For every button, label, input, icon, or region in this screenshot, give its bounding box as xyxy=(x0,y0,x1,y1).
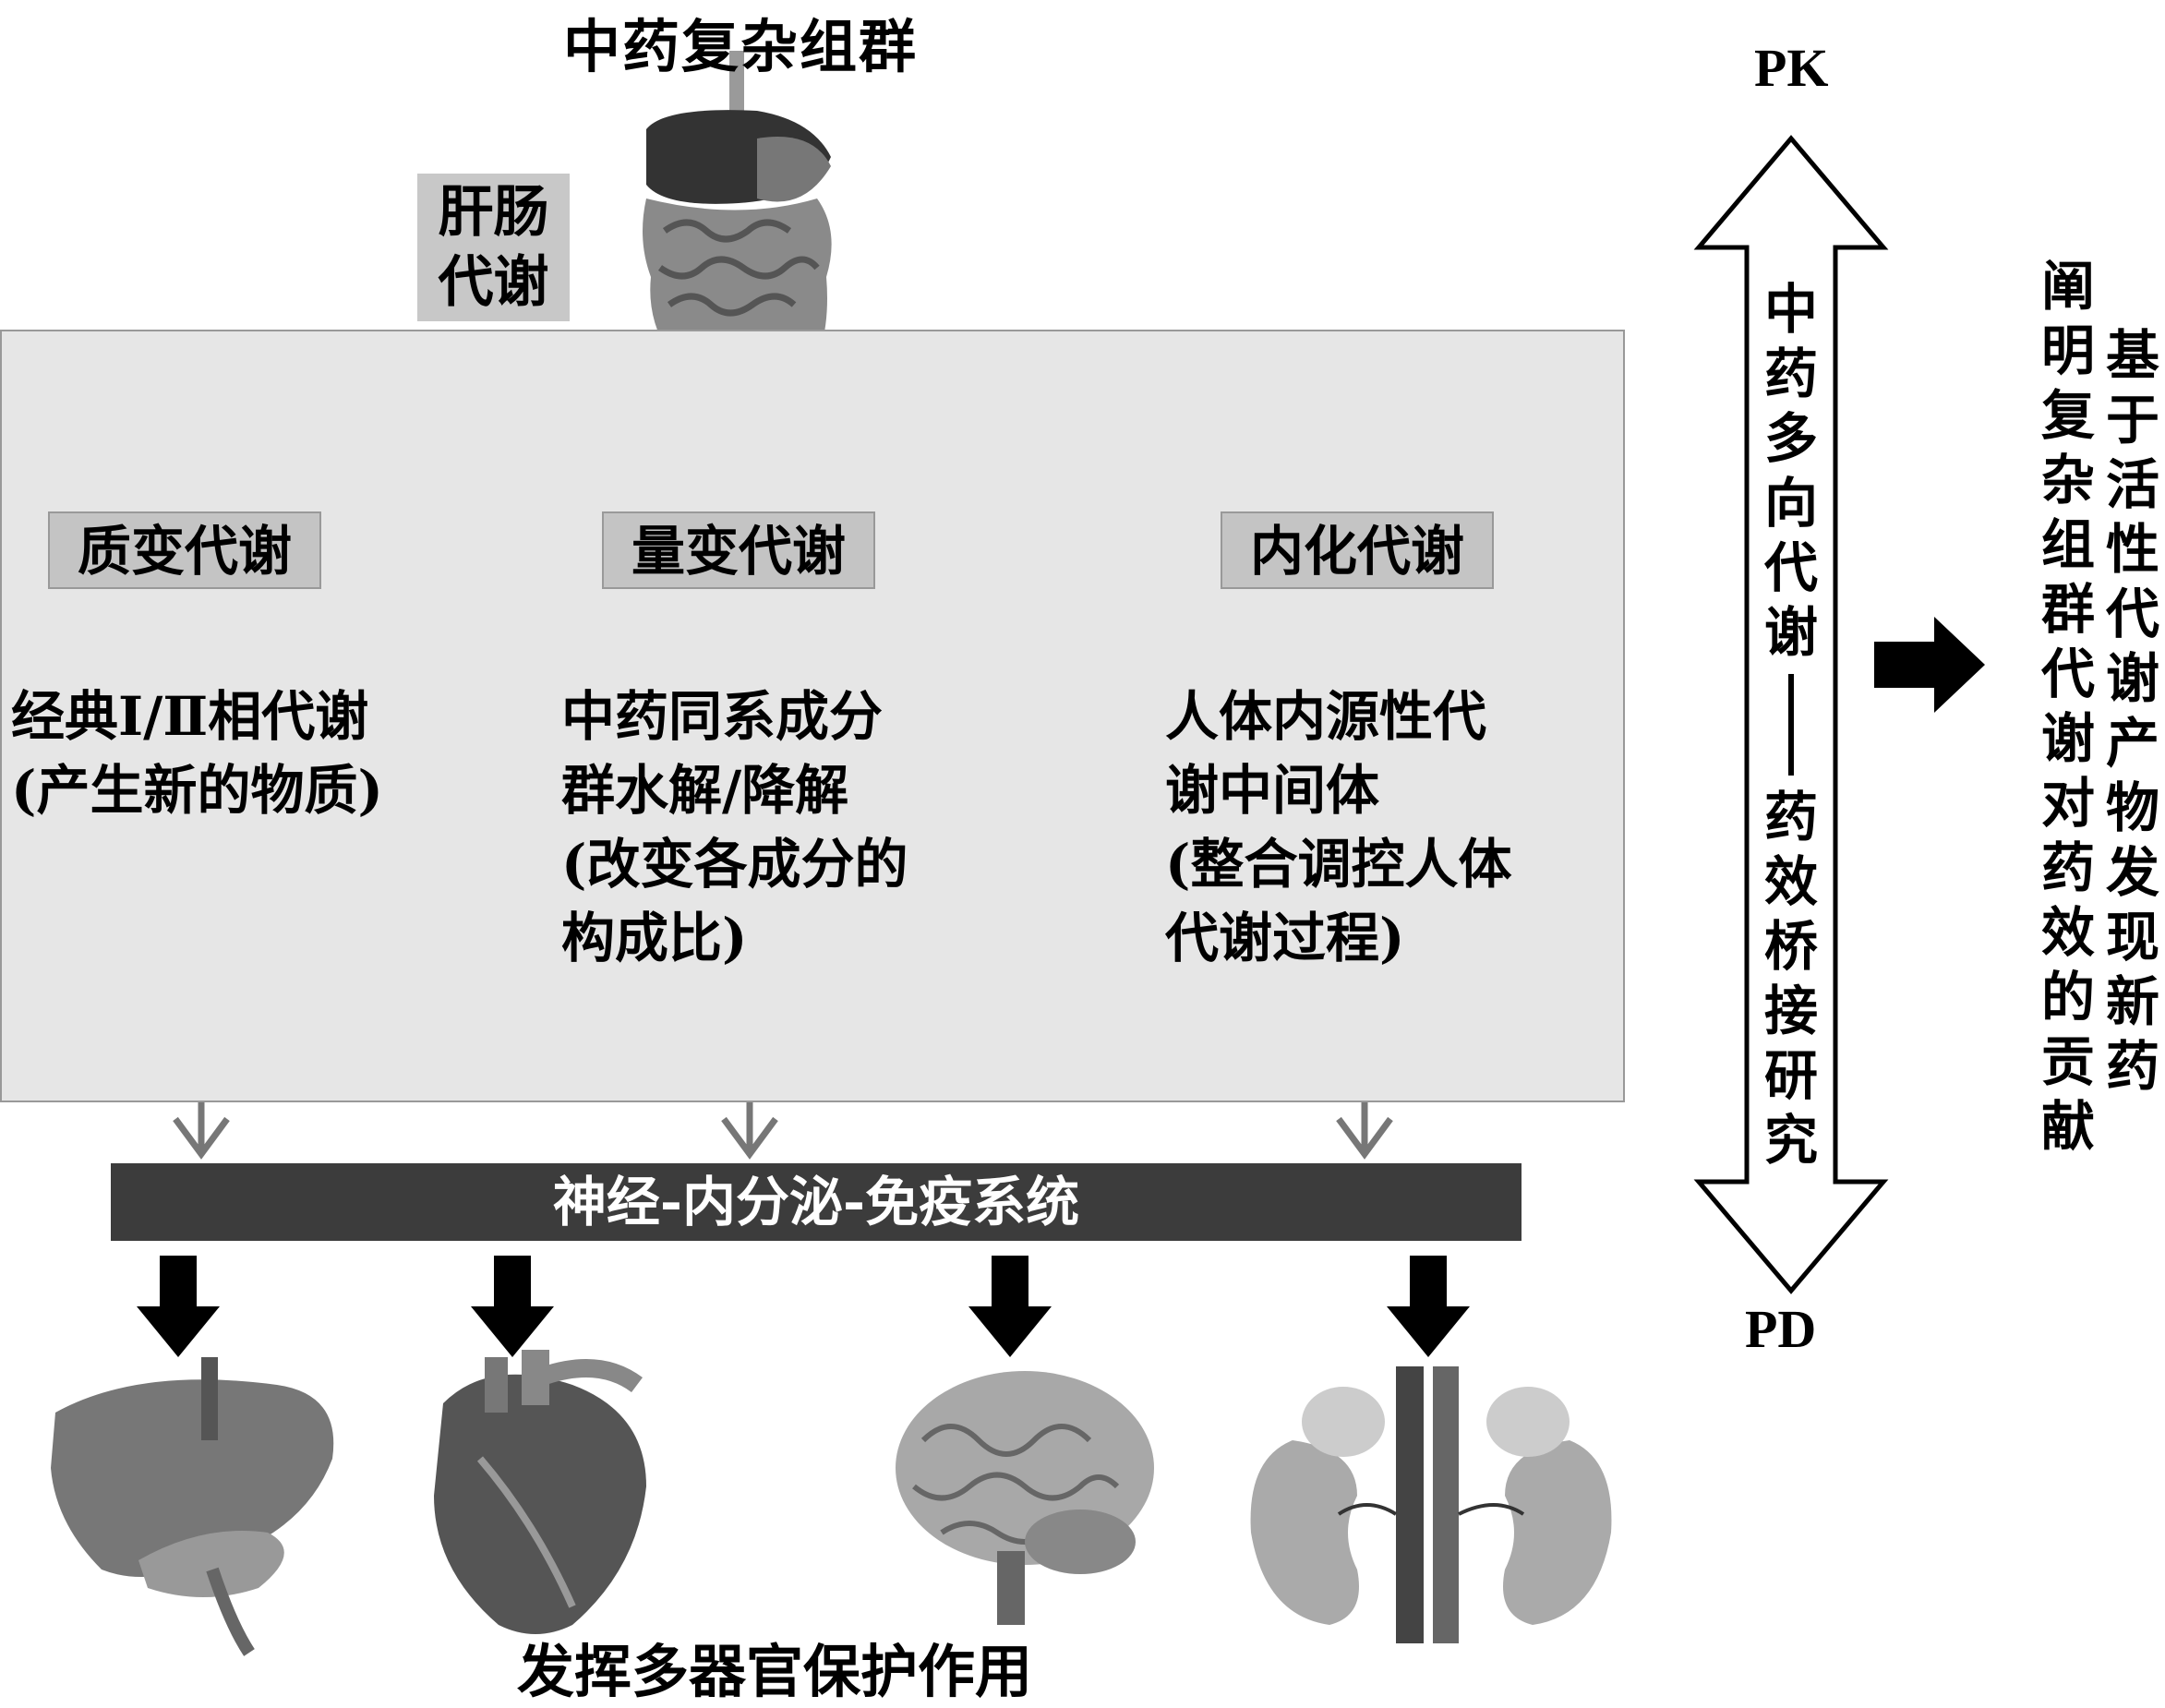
heart-icon xyxy=(434,1350,646,1634)
desc-line: (产生新的物质) xyxy=(11,759,383,822)
tag-qualitative-metabolism: 质变代谢 xyxy=(48,511,321,589)
organ-arrows xyxy=(137,1256,1470,1357)
branch-desc-internalization: 人体内源性代 谢中间体 (整合调控人体 代谢过程) xyxy=(1165,680,1511,975)
kidney-icon xyxy=(1250,1366,1612,1643)
bridge-text-top: 中药多向代谢 xyxy=(1763,278,1818,664)
bridge-text-bottom: 药效桥接研究 xyxy=(1763,786,1818,1172)
desc-line: 群水解/降解 xyxy=(561,759,849,822)
desc-line: 代谢过程) xyxy=(1165,907,1405,969)
metabolism-panel xyxy=(0,330,1625,1102)
bridge-dash xyxy=(1788,674,1794,776)
liver-intestine-label-text: 肝肠代谢 xyxy=(438,180,549,315)
neuro-endocrine-immune-bar: 神经-内分泌-免疫系统 xyxy=(111,1163,1522,1241)
desc-line: (整合调控人体 xyxy=(1165,833,1512,896)
brain-icon xyxy=(896,1371,1154,1625)
conclusion-arrow xyxy=(1874,617,1985,713)
liver-icon xyxy=(51,1357,334,1656)
desc-line: 人体内源性代 xyxy=(1165,685,1487,748)
branch-desc-qualitative: 经典Ⅰ/Ⅱ相代谢 (产生新的物质) xyxy=(11,680,383,827)
branch-desc-quantitative: 中药同系成分 群水解/降解 (改变各成分的 构成比) xyxy=(561,680,908,975)
liver-intestine-label: 肝肠代谢 xyxy=(417,174,570,321)
conclusion-column-2: 基于活性代谢产物发现新药 xyxy=(2105,324,2159,1098)
desc-line: (改变各成分的 xyxy=(561,833,908,896)
tag-quantitative-metabolism: 量变代谢 xyxy=(602,511,875,589)
organ-protection-label: 发挥多器官保护作用 xyxy=(517,1638,1033,1705)
tag-internalization-metabolism: 内化代谢 xyxy=(1221,511,1494,589)
page-title: 中药复杂组群 xyxy=(563,13,919,80)
pk-label: PK xyxy=(1754,38,1829,98)
pd-label: PD xyxy=(1745,1299,1817,1359)
conclusion-column-1: 阐明复杂组群代谢对药效的贡献 xyxy=(2040,255,2095,1158)
desc-line: 经典Ⅰ/Ⅱ相代谢 xyxy=(11,685,369,748)
desc-line: 谢中间体 xyxy=(1165,759,1380,822)
desc-line: 中药同系成分 xyxy=(561,685,884,748)
desc-line: 构成比) xyxy=(561,907,748,969)
